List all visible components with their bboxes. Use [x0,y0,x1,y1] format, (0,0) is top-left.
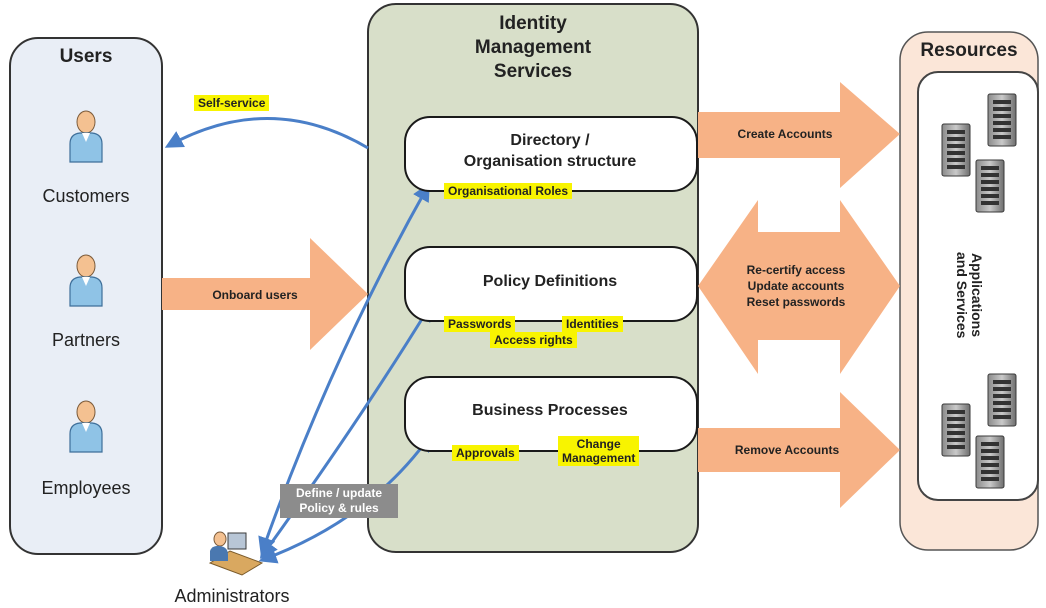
administrator-desk-icon [208,531,264,576]
administrators-label: Administrators [174,586,290,606]
remove-accounts-label: Remove Accounts [734,443,840,457]
self-service-label: Self-service [194,95,270,111]
customers-label: Customers [42,186,130,206]
resources-title: Resources [920,40,1018,61]
partners-label: Partners [51,330,121,350]
change-management-tag: Change Management [558,436,640,466]
access-rights-tag: Access rights [490,332,577,348]
server-icon [941,123,971,177]
recertify-arrow [698,200,900,374]
ims-title: Identity Management Services [474,13,592,82]
applications-services-label: Applications and Services [954,251,985,339]
server-icon [987,373,1017,427]
self-service-connector [164,117,369,150]
create-accounts-arrow [698,82,900,188]
define-update-policy-label: Define / update Policy & rules [280,484,398,518]
passwords-tag: Passwords [444,316,516,332]
identities-tag: Identities [562,316,623,332]
employees-label: Employees [41,478,131,498]
onboard-users-label: Onboard users [212,288,298,302]
approvals-tag: Approvals [452,445,519,461]
server-icon [987,93,1017,147]
create-accounts-label: Create Accounts [737,127,833,141]
directory-title: Directory / Organisation structure [463,132,637,170]
recertify-label: Re-certify access Update accounts Reset … [746,263,846,309]
remove-accounts-arrow [698,392,900,508]
server-icon [941,403,971,457]
policy-box [404,246,698,322]
organisational-roles-tag: Organisational Roles [444,183,573,199]
server-icon [975,159,1005,213]
business-box [404,376,698,452]
users-title: Users [59,46,113,67]
business-title: Business Processes [472,402,628,419]
server-icon [975,435,1005,489]
directory-box [404,116,698,192]
policy-title: Policy Definitions [482,273,618,290]
